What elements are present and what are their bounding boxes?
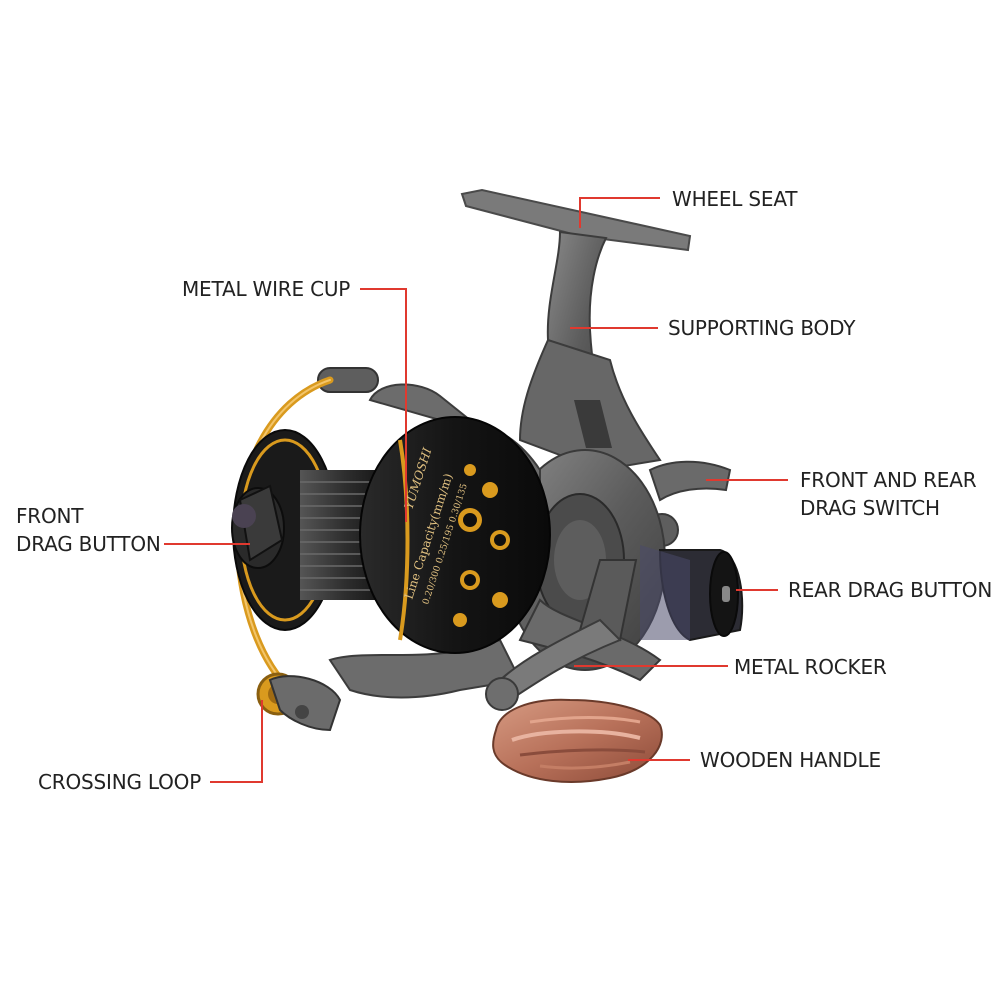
leader-lines <box>164 197 788 783</box>
leader-metal-wire-cup <box>360 288 407 522</box>
metal-rocker-part <box>485 559 662 711</box>
spool-part: Line Capacity(mm/m) 0.20/300 0.25/195 0.… <box>232 416 551 654</box>
supporting-body-part <box>518 338 662 472</box>
label-wheel-seat: WHEEL SEAT <box>672 187 798 211</box>
label-metal-rocker: METAL ROCKER <box>734 655 887 679</box>
label-front-drag-button: FRONT DRAG BUTTON <box>16 504 161 556</box>
leader-crossing-loop <box>210 700 263 783</box>
label-rear-drag-button: REAR DRAG BUTTON <box>788 578 993 602</box>
front-drag-part <box>231 484 285 569</box>
label-supporting-body: SUPPORTING BODY <box>668 316 856 340</box>
label-wooden-handle: WOODEN HANDLE <box>700 748 881 772</box>
label-metal-wire-cup: METAL WIRE CUP <box>182 277 351 301</box>
crossing-loop-part <box>256 672 342 732</box>
leader-wheel-seat <box>579 197 660 228</box>
label-front-rear-drag-switch: FRONT AND REAR DRAG SWITCH <box>800 468 977 520</box>
rear-drag-part <box>640 545 744 642</box>
wooden-handle-part <box>492 698 663 783</box>
label-crossing-loop: CROSSING LOOP <box>38 770 202 794</box>
